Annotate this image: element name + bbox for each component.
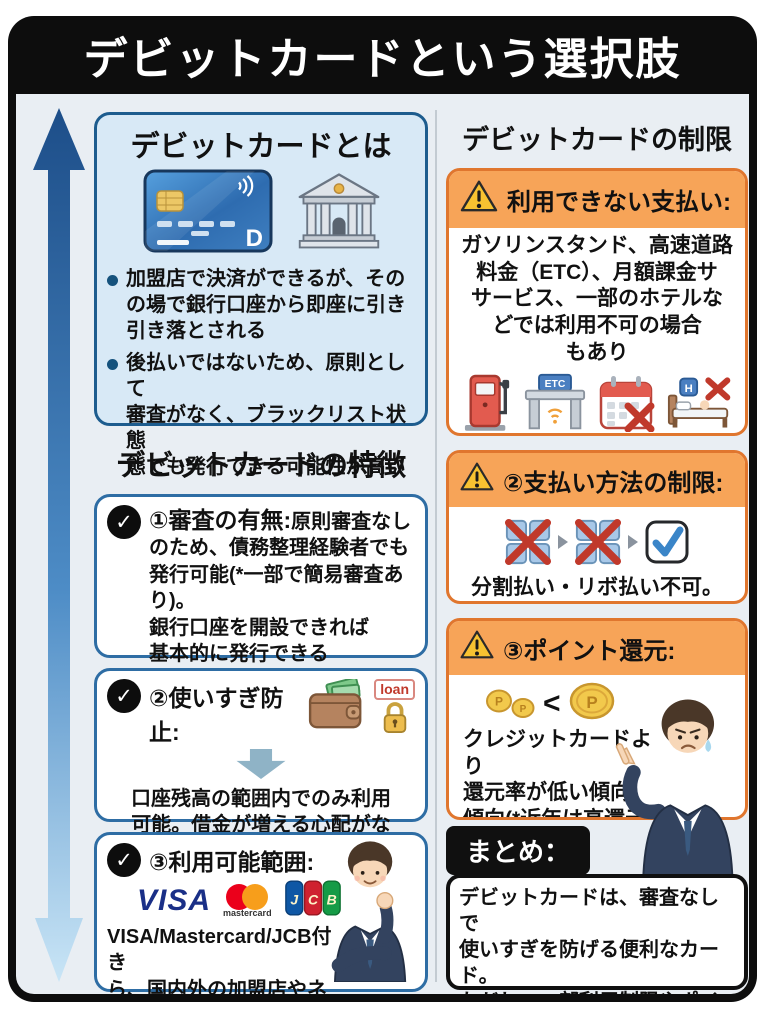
poster-frame: デビットカードという選択肢 デビットカードとは — [8, 16, 757, 1002]
debit-card-icon: D — [140, 169, 276, 258]
bullet-text: 後払いではないため、原則として 審査がなく、ブラックリスト状態 態でも発行できる… — [126, 352, 406, 478]
calendar-x-icon — [598, 374, 656, 433]
content-area: デビットカードとは — [16, 94, 749, 994]
warn-box-payment-methods: ②支払い方法の制限: — [446, 450, 748, 604]
mastercard-logo: mastercard — [223, 883, 272, 918]
bullet-dot-icon — [107, 359, 118, 370]
summary-label: まとめ： — [446, 826, 591, 875]
mastercard-word: mastercard — [223, 907, 272, 918]
feature-box-acceptance: ✓ ③利用可能範囲: VISA mastercard J C B — [94, 832, 428, 994]
bank-icon — [296, 171, 382, 256]
warning-triangle-icon — [459, 460, 495, 500]
warn1-text: ガソリンスタンド、高速道路 料金（ETC）、月額課金サ サービス、一部のホテルな… — [461, 234, 733, 364]
warning-triangle-icon — [459, 628, 495, 668]
warn-header: ②支払い方法の制限: — [449, 453, 745, 507]
feature1-label: ①審査の有無: — [149, 507, 292, 533]
warn3-label: ③ポイント還元: — [503, 637, 676, 665]
warn1-label: 利用できない支払い: — [507, 189, 731, 216]
jcb-letter-b: B — [326, 892, 336, 908]
coin-letter: P — [520, 704, 527, 715]
small-coin-icon: P — [511, 698, 535, 723]
check-icon: ✓ — [107, 505, 141, 539]
instant-ok-checkbox-icon — [644, 519, 690, 570]
summary-box: デビットカードは、審査なしで 使いすぎを防げる便利なカード。 ただし、一部利用制… — [446, 874, 748, 994]
worried-man-illustration — [614, 686, 749, 887]
coin-letter: P — [586, 693, 597, 712]
intro-illustration: D — [107, 169, 415, 258]
down-arrow-icon — [107, 749, 415, 784]
feature1-body: 原則審査なし のため、債務整理経験者でも 発行可能(*一部で簡易審査あり)。 銀… — [149, 511, 412, 665]
warn-header: 利用できない支払い: — [449, 171, 745, 228]
warn-box-points: ③ポイント還元: P P — [446, 618, 748, 820]
less-than-sign: < — [543, 686, 561, 720]
card-letter: D — [246, 225, 263, 252]
check-icon: ✓ — [107, 843, 141, 877]
check-icon: ✓ — [107, 679, 141, 713]
warning-triangle-icon — [459, 178, 499, 221]
jcb-logo: J C B — [284, 879, 342, 922]
loan-badge: loan — [374, 679, 415, 700]
bullet-item: 加盟店で決済ができるが、その の場で銀行口座から即座に引き 引き落とされる — [107, 266, 415, 344]
step-arrow-icon — [627, 534, 639, 555]
feature-box-overspend: ✓ ②使いすぎ防止: loan — [94, 668, 428, 863]
right-column: デビットカードの制限 利用できない支払い: ガソリンスタンド、高速道路 料金（E… — [446, 94, 748, 994]
jcb-letter-c: C — [308, 892, 319, 908]
coin-letter: P — [495, 695, 503, 709]
warn2-label: ②支払い方法の制限: — [503, 469, 724, 497]
big-coin-icon: P — [569, 682, 615, 725]
thinking-man-illustration — [319, 834, 423, 987]
etc-gate-icon: ETC — [524, 372, 586, 433]
updown-arrow-icon — [32, 108, 86, 987]
feature-box-screening: ✓ ①審査の有無:原則審査なし のため、債務整理経験者でも 発行可能(*一部で簡… — [94, 494, 428, 665]
feature3-label: ③利用可能範囲: — [149, 849, 315, 875]
summary-text: デビットカードは、審査なしで 使いすぎを防げる便利なカード。 ただし、一部利用制… — [459, 887, 719, 994]
jcb-letter-j: J — [290, 892, 299, 908]
bullet-text: 加盟店で決済ができるが、その の場で銀行口座から即座に引き 引き落とされる — [126, 268, 406, 342]
small-coin-icon: P — [485, 689, 513, 718]
page-title: デビットカードという選択肢 — [83, 35, 682, 84]
feature1-text: ①審査の有無:原則審査なし のため、債務整理経験者でも 発行可能(*一部で簡易審… — [149, 505, 415, 667]
etc-sign-text: ETC — [545, 379, 566, 390]
feature3-text: VISA/Mastercard/JCB付き ら、国内外の加盟店やネット ショッピ… — [107, 926, 332, 994]
warn2-text: 分割払い・リボ払い不可。 即時決済のみ対応 — [471, 576, 723, 599]
warn-header: ③ポイント還元: — [449, 621, 745, 675]
bullet-item: 後払いではないため、原則として 審査がなく、ブラックリスト状態 態でも発行できる… — [107, 350, 415, 480]
gas-pump-icon — [463, 370, 513, 433]
installment-x-icon — [504, 518, 552, 571]
warn3-text: クレジットカードより 還元率が低い傾向 傾向(*近年は高還元 デビットも増加) — [463, 728, 652, 820]
padlock-icon — [380, 700, 410, 741]
revolving-x-icon — [574, 518, 622, 571]
feature2-label: ②使いすぎ防止: — [149, 685, 284, 745]
features-heading: デビットカードの特徴 — [115, 450, 406, 482]
intro-bullets: 加盟店で決済ができるが、その の場で銀行口座から即座に引き 引き落とされる 後払… — [107, 266, 415, 480]
restrictions-heading: デビットカードの制限 — [462, 125, 732, 155]
intro-box: デビットカードとは — [94, 112, 428, 478]
intro-heading: デビットカードとは — [130, 131, 392, 163]
wallet-icon — [308, 676, 370, 736]
column-divider — [435, 110, 437, 982]
hotel-sign-text: H — [685, 383, 693, 395]
visa-logo: VISA — [137, 883, 212, 917]
hotel-bed-x-icon: H — [667, 376, 731, 433]
warn-box-unusable-payments: 利用できない支払い: ガソリンスタンド、高速道路 料金（ETC）、月額課金サ サ… — [446, 168, 748, 436]
title-band: デビットカードという選択肢 — [8, 16, 757, 94]
bullet-dot-icon — [107, 275, 118, 286]
step-arrow-icon — [557, 534, 569, 555]
